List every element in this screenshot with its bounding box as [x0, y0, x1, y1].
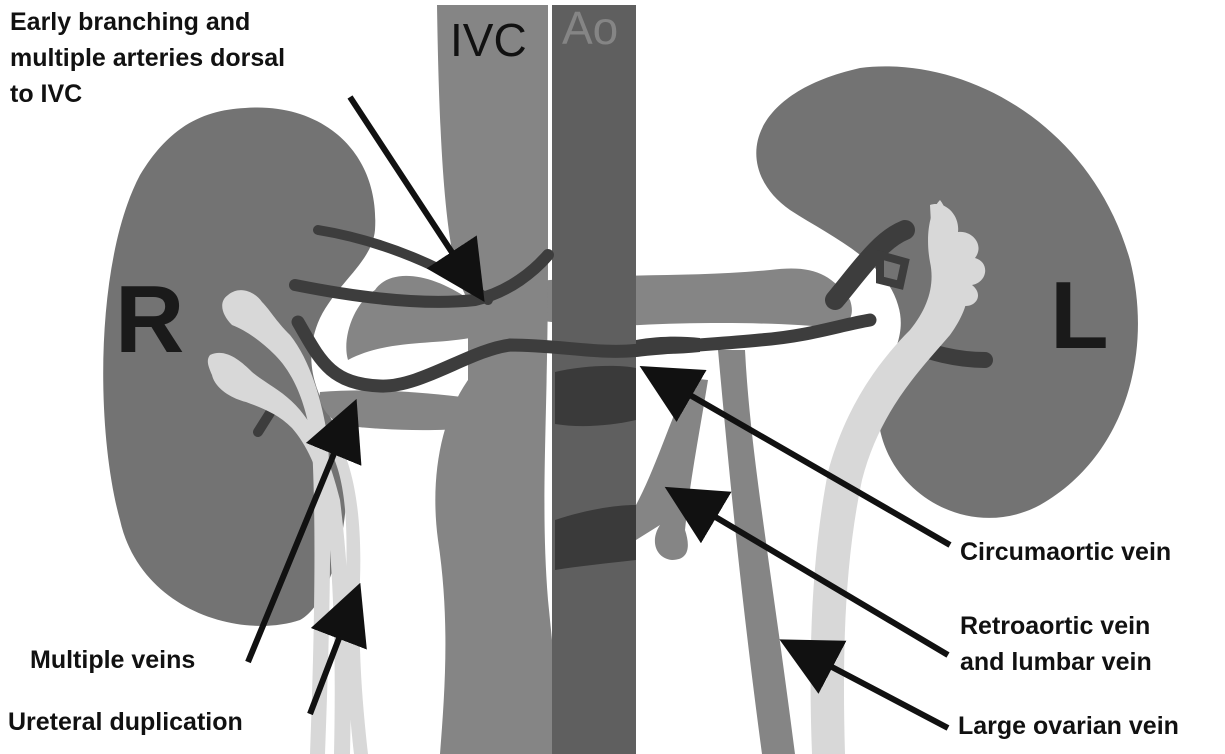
large-ovarian-vein — [718, 350, 795, 754]
callout-early-branching-line-3: to IVC — [10, 80, 82, 108]
right-side-label: R — [115, 266, 184, 373]
callout-early-branching-line-2: multiple arteries dorsal — [10, 44, 285, 72]
callout-retroaortic-vein-line-2: and lumbar vein — [960, 648, 1152, 676]
callout-multiple-veins: Multiple veins — [30, 646, 195, 674]
aortic-artery-junction — [636, 337, 700, 354]
callout-circumaortic-vein: Circumaortic vein — [960, 538, 1171, 566]
callout-ureteral-duplication: Ureteral duplication — [8, 708, 243, 736]
callout-retroaortic-vein-line-1: Retroaortic vein — [960, 612, 1150, 640]
callout-early-branching-line-1: Early branching and — [10, 8, 250, 36]
aorta-label: Ao — [562, 2, 618, 54]
ivc-label: IVC — [450, 14, 527, 66]
left-side-label: L — [1050, 262, 1109, 369]
ivc-vessel — [435, 5, 562, 754]
retroaortic-lumbar-vein — [636, 378, 708, 560]
right-renal-vein-upper — [346, 276, 470, 360]
circumaortic-segment — [555, 366, 636, 426]
callout-large-ovarian-vein: Large ovarian vein — [958, 712, 1179, 740]
